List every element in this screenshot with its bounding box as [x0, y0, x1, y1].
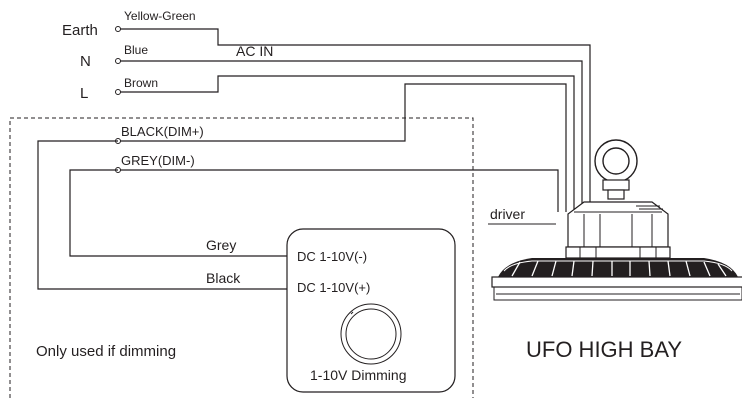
grey-wire: [69, 169, 292, 257]
dimmer-box: [286, 228, 456, 393]
line-terminal: [115, 89, 121, 95]
dimming-area-border: [9, 117, 474, 398]
dim-minus-label: GREY(DIM-): [121, 153, 195, 168]
ac-in-label: AC IN: [236, 43, 273, 59]
dimmer-caption: 1-10V Dimming: [310, 367, 406, 383]
earth-terminal: [115, 26, 121, 32]
dim-plus-label: BLACK(DIM+): [121, 124, 204, 139]
neutral-wire-color-label: Blue: [124, 43, 148, 57]
line-terminal-label: L: [80, 85, 88, 102]
earth-wire-color-label: Yellow-Green: [124, 9, 196, 23]
driver-label: driver: [490, 206, 525, 222]
grey-wire-label: Grey: [206, 237, 236, 253]
black-wire: [37, 140, 292, 290]
neutral-terminal: [115, 58, 121, 64]
earth-wire: [118, 28, 591, 212]
fixture-name: UFO HIGH BAY: [526, 337, 682, 362]
earth-terminal-label: Earth: [62, 22, 98, 39]
dimming-note: Only used if dimming: [36, 343, 176, 360]
line-wire: [118, 75, 575, 212]
dimmer-plus-terminal-label: DC 1-10V(+): [297, 280, 370, 295]
neutral-terminal-label: N: [80, 53, 91, 70]
ufo-high-bay-luminaire-icon: [491, 139, 742, 301]
dim-minus-wire: [118, 169, 559, 212]
neutral-wire: [118, 60, 583, 212]
line-wire-color-label: Brown: [124, 76, 158, 90]
black-wire-label: Black: [206, 270, 241, 286]
dim-plus-wire: [118, 83, 567, 212]
dimmer-knob-icon: [340, 303, 402, 365]
dimmer-minus-terminal-label: DC 1-10V(-): [297, 249, 367, 264]
